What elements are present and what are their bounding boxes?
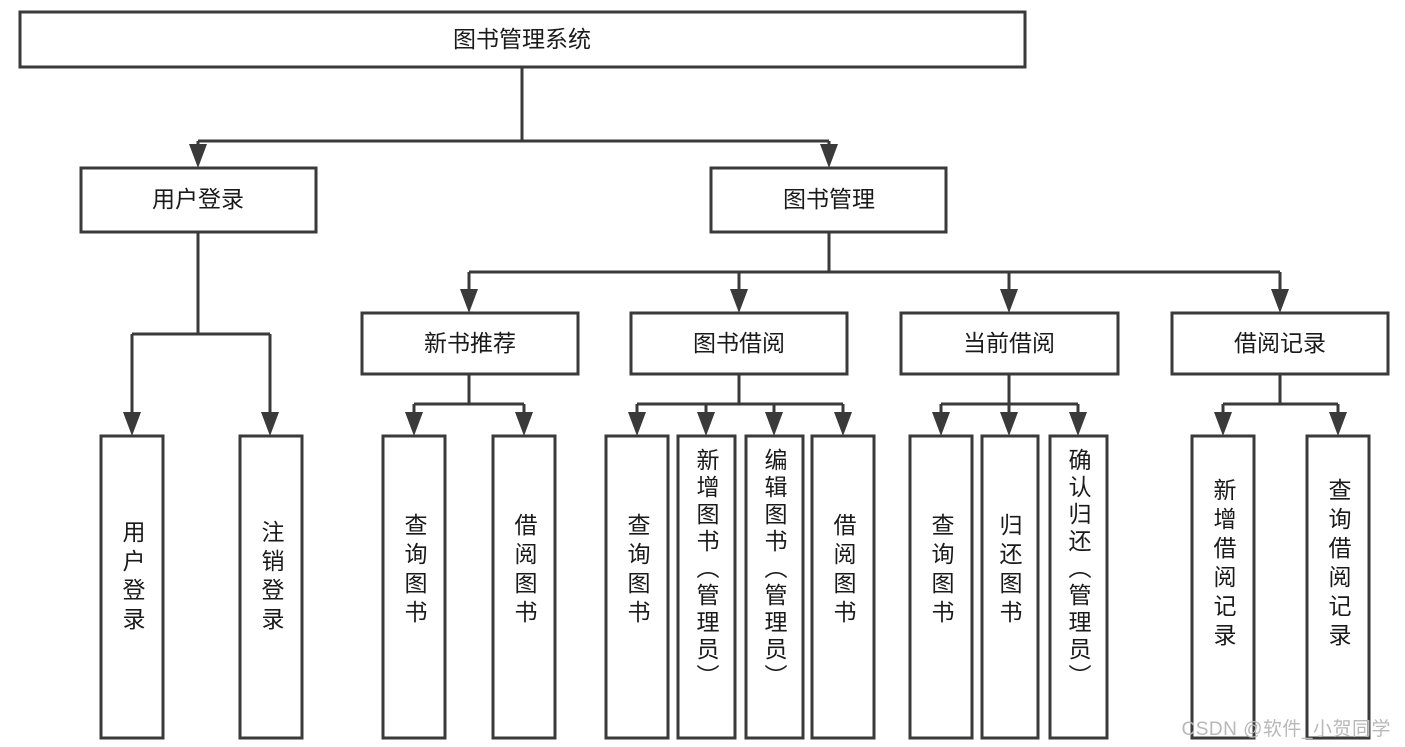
node-new-book-recommend-rect[interactable] [360,311,580,376]
leaf-borrow-book-1-label: 借阅图书 [511,513,538,629]
leaf-return-book-label: 归还图书 [996,513,1023,629]
leaf-node-confirm-return[interactable]: 确认归还（管理员） [1048,434,1109,740]
node-user-login[interactable]: 用户登录 [79,166,318,234]
leaf-node-query-book-1[interactable]: 查询图书 [381,434,447,740]
leaf-return-book-rect[interactable] [980,434,1040,740]
node-book-management[interactable]: 图书管理 [709,166,948,234]
arrow-head-leaf-add-record [1214,412,1232,436]
leaf-user-login-label: 用户登录 [119,520,146,636]
node-current-borrow-rect[interactable] [899,311,1120,376]
arrow-head-leaf-edit-book [765,412,783,436]
leaf-node-add-record[interactable]: 新增借阅记录 [1190,434,1256,740]
node-borrow-record-rect[interactable] [1170,311,1390,376]
arrow-head-leaf-logout-login [261,412,279,436]
arrow-head-book-management [820,144,838,168]
leaf-user-login-rect[interactable] [99,434,165,740]
arrow-head-borrow-record [1271,289,1289,313]
leaf-query-book-1-label: 查询图书 [401,513,428,629]
leaf-query-book-1-rect[interactable] [381,434,447,740]
leaf-borrow-book-2-label: 借阅图书 [830,513,857,629]
node-book-management-rect[interactable] [709,166,948,234]
leaf-query-record-label: 查询借阅记录 [1325,478,1352,652]
node-current-borrow[interactable]: 当前借阅 [899,311,1120,376]
arrow-head-new-book-recommend [460,289,478,313]
leaf-confirm-return-label: 确认归还（管理员） [1065,448,1092,691]
leaf-confirm-return-rect[interactable] [1048,434,1109,740]
leaf-node-query-record[interactable]: 查询借阅记录 [1305,434,1371,740]
arrow-head-leaf-add-book [697,412,715,436]
leaf-node-user-login[interactable]: 用户登录 [99,434,165,740]
node-root[interactable]: 图书管理系统 [18,10,1027,69]
leaf-query-record-rect[interactable] [1305,434,1371,740]
arrow-head-current-borrow [1000,289,1018,313]
leaf-add-book-label: 新增图书（管理员） [693,448,720,691]
node-user-login-rect[interactable] [79,166,318,234]
node-book-borrow-label: 图书借阅 [693,330,785,356]
arrow-head-user-login [189,144,207,168]
arrow-head-leaf-return-book [1000,412,1018,436]
arrow-head-leaf-query-record [1329,412,1347,436]
node-borrow-record-label: 借阅记录 [1234,330,1326,356]
leaf-add-book-rect[interactable] [676,434,737,740]
leaf-query-book-2-rect[interactable] [604,434,670,740]
leaf-node-query-book-3[interactable]: 查询图书 [908,434,974,740]
leaf-borrow-book-2-rect[interactable] [810,434,876,740]
leaf-edit-book-label: 编辑图书（管理员） [761,448,788,691]
node-book-borrow[interactable]: 图书借阅 [629,311,849,376]
leaf-logout-login-rect[interactable] [238,434,304,740]
arrow-head-leaf-borrow-book-2 [834,412,852,436]
connector-group-book-borrow [628,374,852,436]
node-book-management-label: 图书管理 [783,186,875,212]
connector-group-user-login [123,232,279,436]
node-borrow-record[interactable]: 借阅记录 [1170,311,1390,376]
arrow-head-leaf-query-book-2 [628,412,646,436]
leaf-node-borrow-book-1[interactable]: 借阅图书 [491,434,557,740]
leaf-node-borrow-book-2[interactable]: 借阅图书 [810,434,876,740]
arrow-head-leaf-confirm-return [1069,412,1087,436]
node-new-book-recommend[interactable]: 新书推荐 [360,311,580,376]
arrow-head-leaf-user-login [123,412,141,436]
leaf-query-book-3-label: 查询图书 [928,513,955,629]
leaf-query-book-2-label: 查询图书 [624,513,651,629]
leaf-node-query-book-2[interactable]: 查询图书 [604,434,670,740]
leaf-add-record-label: 新增借阅记录 [1210,478,1237,652]
leaf-node-edit-book[interactable]: 编辑图书（管理员） [744,434,805,740]
leaf-logout-login-label: 注销登录 [258,520,285,636]
connector-group-borrow-record [1214,374,1347,436]
connector-group-current-borrow [932,374,1087,436]
connector-group-new-book-recommend [405,374,533,436]
node-new-book-recommend-label: 新书推荐 [424,330,516,356]
node-root-rect[interactable] [18,10,1027,69]
leaf-edit-book-rect[interactable] [744,434,805,740]
node-current-borrow-label: 当前借阅 [963,330,1055,356]
leaf-node-return-book[interactable]: 归还图书 [980,434,1040,740]
leaf-node-logout-login[interactable]: 注销登录 [238,434,304,740]
leaf-query-book-3-rect[interactable] [908,434,974,740]
node-user-login-label: 用户登录 [152,186,244,212]
node-book-borrow-rect[interactable] [629,311,849,376]
arrow-head-leaf-query-book-3 [932,412,950,436]
arrow-head-leaf-query-book-1 [405,412,423,436]
connector-group-book-management [460,232,1289,313]
node-root-label: 图书管理系统 [453,26,591,52]
leaf-borrow-book-1-rect[interactable] [491,434,557,740]
arrow-head-book-borrow [730,289,748,313]
leaf-add-record-rect[interactable] [1190,434,1256,740]
connector-group-root [189,67,838,168]
arrow-head-leaf-borrow-book-1 [515,412,533,436]
leaf-node-add-book[interactable]: 新增图书（管理员） [676,434,737,740]
